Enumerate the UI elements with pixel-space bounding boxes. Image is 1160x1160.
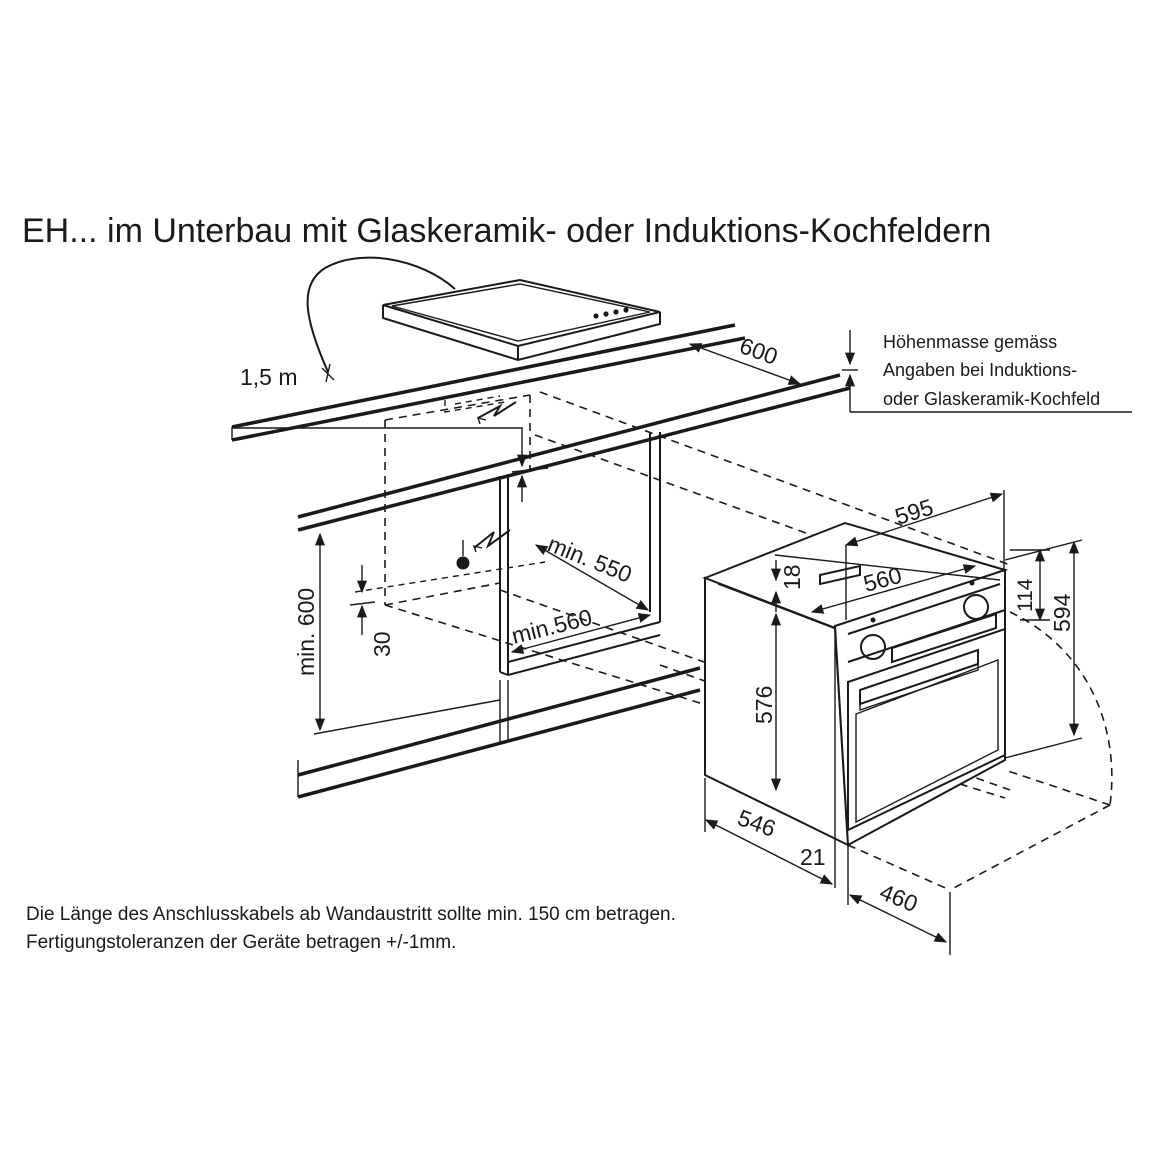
worktop-depth-dimension: [688, 343, 802, 385]
niche-walls: [297, 432, 701, 799]
height-note-line1: Höhenmasse gemäss: [883, 332, 1057, 352]
oven-door: [847, 627, 1006, 832]
control-knob-left-icon: [860, 634, 886, 660]
page-title: EH... im Unterbau mit Glaskeramik- oder …: [22, 212, 991, 250]
height-note-line3: oder Glaskeramik-Kochfeld: [883, 389, 1100, 409]
footnote-tolerance: Fertigungstoleranzen der Geräte betragen…: [26, 932, 456, 953]
oven-inner-width-dimension: [810, 564, 977, 614]
niche-depth-dimension: [534, 544, 650, 611]
socket-offset-label: 30: [369, 631, 395, 657]
power-cable: [306, 256, 456, 373]
oven-window: [855, 658, 999, 824]
socket-icon: [456, 556, 470, 570]
body-depth-label: 546: [734, 804, 779, 842]
cooktop: [306, 256, 661, 383]
cooktop-top: [382, 278, 661, 348]
electric-hazard-icon: [477, 401, 517, 419]
control-knob-icon: [593, 313, 599, 319]
door-swing-arc: [1009, 611, 1113, 806]
niche-height-label: min. 600: [293, 588, 319, 676]
niche-depth-label: min. 550: [544, 531, 636, 588]
cable-length-label: 1,5 m: [240, 364, 298, 390]
oven-width-label: 595: [892, 494, 936, 530]
electric-hazard-icon-lower: [473, 529, 511, 549]
niche-width-dimension: [510, 613, 652, 654]
footnote-cable-length: Die Länge des Anschlusskabels ab Wandaus…: [26, 904, 676, 925]
worktop: [231, 323, 851, 532]
door-swing-dimension: [848, 894, 948, 943]
panel-height-label: 114: [1014, 578, 1037, 612]
front-thickness-label: 21: [800, 844, 826, 870]
oven-height-label: 594: [1049, 593, 1075, 632]
body-depth-dimension: [704, 819, 834, 885]
height-note-bracket: [842, 330, 1132, 413]
body-height-label: 576: [751, 686, 777, 724]
top-strip-label: 18: [779, 564, 805, 590]
oven-width-dimension: [844, 492, 1004, 547]
height-note-line2: Angaben bei Induktions-: [883, 360, 1077, 380]
worktop-depth-label: 600: [736, 332, 781, 370]
